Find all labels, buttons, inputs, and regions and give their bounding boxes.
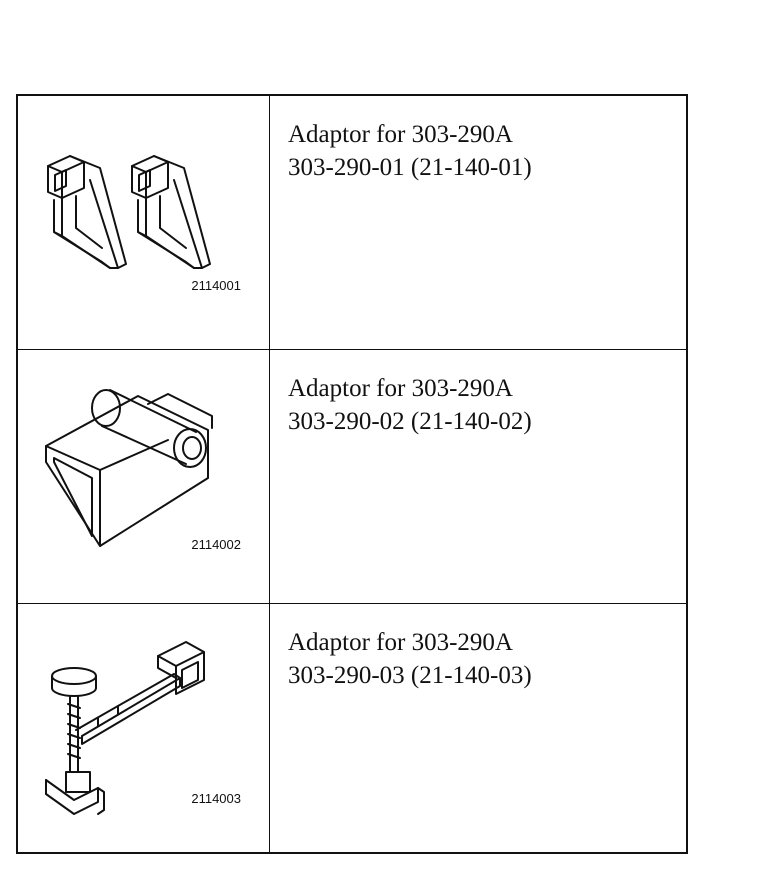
tool-description: Adaptor for 303-290A 303-290-03 (21-140-…: [288, 626, 532, 692]
adaptor-pair-illustration: [47, 155, 211, 269]
tool-description: Adaptor for 303-290A 303-290-02 (21-140-…: [288, 372, 532, 438]
clamp-adaptor-illustration: [45, 641, 205, 815]
tool-title: Adaptor for 303-290A: [288, 121, 513, 148]
tool-part-number: 303-290-03 (21-140-03): [288, 662, 532, 689]
tool-description-cell: Adaptor for 303-290A 303-290-01 (21-140-…: [270, 96, 686, 350]
tool-description: Adaptor for 303-290A 303-290-01 (21-140-…: [288, 118, 532, 184]
tool-image-cell: 2114001: [18, 96, 270, 350]
tool-title: Adaptor for 303-290A: [288, 375, 513, 402]
figure-number: 2114003: [191, 791, 241, 806]
tool-description-cell: Adaptor for 303-290A 303-290-03 (21-140-…: [270, 604, 686, 852]
tool-title: Adaptor for 303-290A: [288, 629, 513, 656]
tool-part-number: 303-290-01 (21-140-01): [288, 154, 532, 181]
tool-image-cell: 2114002: [18, 350, 270, 604]
tool-description-cell: Adaptor for 303-290A 303-290-02 (21-140-…: [270, 350, 686, 604]
figure-number: 2114001: [191, 278, 241, 293]
figure-number: 2114002: [191, 537, 241, 552]
tool-image-cell: 2114003: [18, 604, 270, 852]
square-tube-adaptor-illustration: [45, 389, 213, 547]
tool-part-number: 303-290-02 (21-140-02): [288, 408, 532, 435]
tool-table: 2114001 Adaptor for 303-290A 303-290-01 …: [16, 94, 688, 854]
